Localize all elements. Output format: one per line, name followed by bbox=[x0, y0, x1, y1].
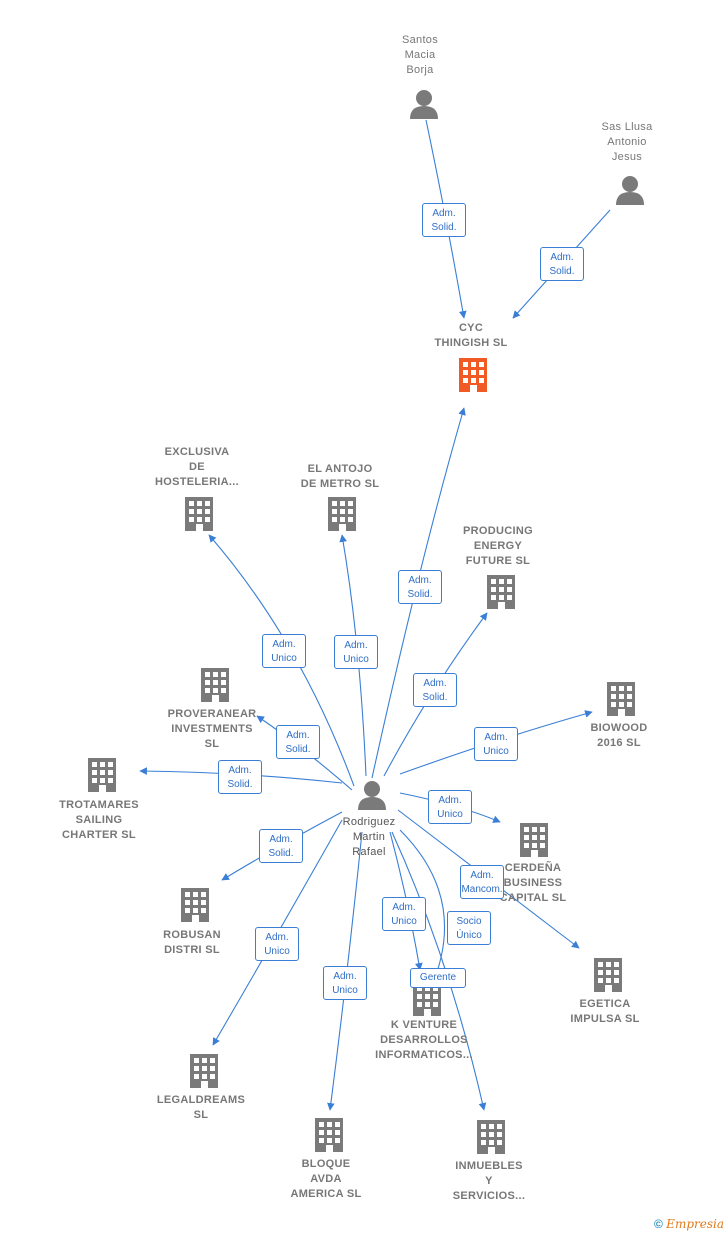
node-label-kventure[interactable]: K VENTURE DESARROLLOS INFORMATICOS... bbox=[375, 1019, 473, 1061]
node-label-egetica[interactable]: EGETICA IMPULSA SL bbox=[570, 998, 640, 1025]
building-icon-inmuebles[interactable] bbox=[477, 1120, 505, 1154]
building-icon-cyc[interactable] bbox=[459, 358, 487, 392]
relation-badge-rod-producing[interactable]: Adm. Solid. bbox=[413, 673, 457, 707]
building-icon-proveranear[interactable] bbox=[201, 668, 229, 702]
relation-badge-rod-antojo[interactable]: Adm. Unico bbox=[334, 635, 378, 669]
person-icon-rodriguez[interactable] bbox=[358, 781, 386, 810]
node-label-proveranear[interactable]: PROVERANEAR INVESTMENTS SL bbox=[167, 708, 257, 750]
relation-badge-sas-cyc[interactable]: Adm. Solid. bbox=[540, 247, 584, 281]
node-label-biowood[interactable]: BIOWOOD 2016 SL bbox=[590, 722, 648, 749]
building-icon-legaldreams[interactable] bbox=[190, 1054, 218, 1088]
building-icon-exclusiva[interactable] bbox=[185, 497, 213, 531]
relation-badge-rod-trotamares[interactable]: Adm. Solid. bbox=[218, 760, 262, 794]
building-icon-producing[interactable] bbox=[487, 575, 515, 609]
relation-badge-rod-kventure-gerente[interactable]: Gerente bbox=[410, 968, 466, 988]
empresia-watermark: © Empresia bbox=[654, 1217, 724, 1231]
node-label-antojo[interactable]: EL ANTOJO DE METRO SL bbox=[300, 463, 380, 490]
node-label-legaldreams[interactable]: LEGALDREAMS SL bbox=[156, 1094, 246, 1121]
node-label-rodriguez[interactable]: Rodriguez Martin Rafael bbox=[342, 816, 396, 858]
brand-initial: E bbox=[666, 1217, 675, 1231]
person-icon-santos[interactable] bbox=[410, 90, 438, 119]
building-icon-bloque[interactable] bbox=[315, 1118, 343, 1152]
node-label-trotamares[interactable]: TROTAMARES SAILING CHARTER SL bbox=[59, 799, 139, 841]
building-icon-biowood[interactable] bbox=[607, 682, 635, 716]
relation-badge-rod-egetica[interactable]: Adm. Mancom. bbox=[460, 865, 504, 899]
copyright-icon: © bbox=[653, 1217, 663, 1231]
relation-badge-rod-legaldreams[interactable]: Adm. Unico bbox=[255, 927, 299, 961]
relation-badge-santos-cyc[interactable]: Adm. Solid. bbox=[422, 203, 466, 237]
relation-badge-rod-cerdena[interactable]: Adm. Unico bbox=[428, 790, 472, 824]
building-icon-robusan[interactable] bbox=[181, 888, 209, 922]
node-label-exclusiva[interactable]: EXCLUSIVA DE HOSTELERIA... bbox=[155, 446, 239, 488]
node-label-inmuebles[interactable]: INMUEBLES Y SERVICIOS... bbox=[452, 1160, 526, 1202]
node-label-cerdena[interactable]: CERDEÑA BUSINESS CAPITAL SL bbox=[499, 862, 567, 904]
relation-badge-rod-exclusiva[interactable]: Adm. Unico bbox=[262, 634, 306, 668]
node-label-santos[interactable]: Santos Macia Borja bbox=[401, 34, 439, 76]
relation-badge-rod-inmuebles[interactable]: Socio Único bbox=[447, 911, 491, 945]
edge-rod-inmuebles bbox=[391, 831, 487, 1111]
relation-badge-rod-biowood[interactable]: Adm. Unico bbox=[474, 727, 518, 761]
building-icon-antojo[interactable] bbox=[328, 497, 356, 531]
relation-badge-rod-bloque[interactable]: Adm. Unico bbox=[323, 966, 367, 1000]
brand-name: mpresia bbox=[674, 1217, 724, 1231]
building-icon-egetica[interactable] bbox=[594, 958, 622, 992]
node-label-sas[interactable]: Sas Llusa Antonio Jesus bbox=[601, 121, 653, 163]
node-label-producing[interactable]: PRODUCING ENERGY FUTURE SL bbox=[463, 525, 533, 567]
relation-badge-rod-cyc[interactable]: Adm. Solid. bbox=[398, 570, 442, 604]
node-label-robusan[interactable]: ROBUSAN DISTRI SL bbox=[163, 929, 221, 956]
relation-badge-rod-robusan[interactable]: Adm. Solid. bbox=[259, 829, 303, 863]
building-icon-trotamares[interactable] bbox=[88, 758, 116, 792]
person-icon-sas[interactable] bbox=[616, 176, 644, 205]
relation-badge-rod-proveranear[interactable]: Adm. Solid. bbox=[276, 725, 320, 759]
relation-badge-rod-kventure-adm[interactable]: Adm. Unico bbox=[382, 897, 426, 931]
building-icon-cerdena[interactable] bbox=[520, 823, 548, 857]
node-label-cyc[interactable]: CYC THINGISH SL bbox=[434, 322, 508, 349]
node-label-bloque[interactable]: BLOQUE AVDA AMERICA SL bbox=[290, 1158, 362, 1200]
